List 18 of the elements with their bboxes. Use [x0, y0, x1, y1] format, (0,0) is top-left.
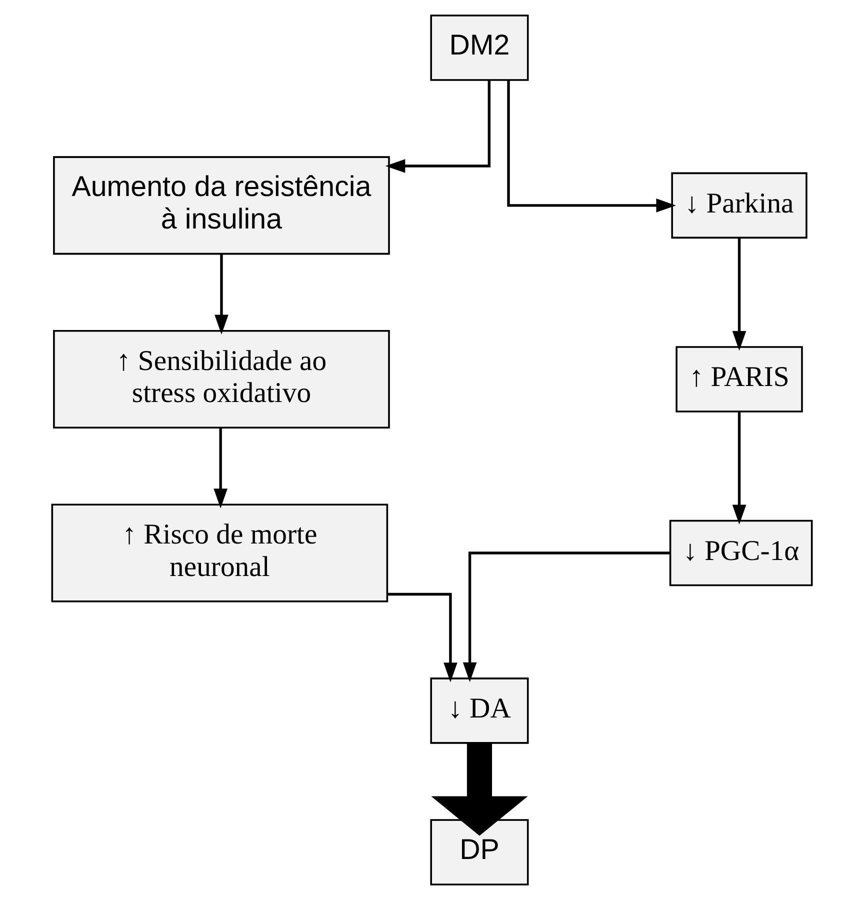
- node-box: ↑ Sensibilidade ao stress oxidativo: [52, 330, 390, 428]
- node-box: DP: [430, 819, 528, 886]
- node-box: ↓ PGC-1α: [668, 520, 812, 586]
- arrow: [384, 80, 490, 173]
- arrow: [462, 552, 670, 682]
- arrow: [506, 80, 676, 212]
- node-box: ↑ Risco de morte neuronal: [50, 504, 388, 602]
- node-box: DM2: [430, 14, 528, 81]
- arrow: [732, 412, 746, 525]
- arrow: [214, 254, 228, 335]
- node-box: ↓ DA: [430, 678, 528, 744]
- arrow: [386, 592, 457, 682]
- node-box: Aumento da resistência à insulina: [52, 156, 390, 255]
- arrow: [213, 428, 227, 508]
- arrow: [430, 744, 528, 836]
- node-box: ↓ Parkina: [670, 172, 807, 239]
- node-box: ↑ PARIS: [675, 346, 802, 412]
- arrow: [732, 238, 746, 351]
